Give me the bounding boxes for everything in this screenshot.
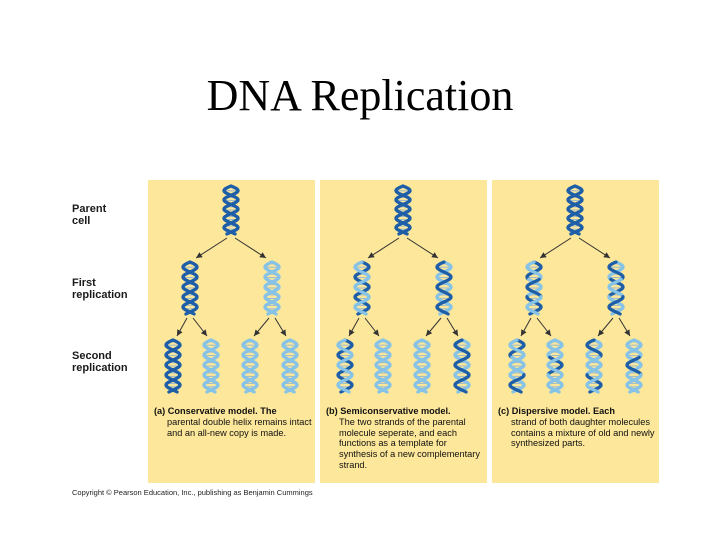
arrow (195, 237, 228, 259)
first-gen-helix (525, 260, 543, 316)
second-gen-helix (453, 338, 471, 394)
row-label-line: First (72, 277, 96, 289)
arrow (274, 317, 287, 337)
caption-semiconservative: (b) Semiconservative model. The two stra… (326, 406, 486, 471)
row-label-line: cell (72, 215, 91, 227)
second-gen-helix (625, 338, 643, 394)
caption-model-name: Dispersive model. (511, 406, 591, 416)
caption-body: parental double helix remains intact and… (167, 416, 312, 438)
caption-model-name: Conservative model. (167, 406, 258, 416)
first-gen-helix (353, 260, 371, 316)
arrow (597, 317, 614, 337)
second-gen-helix (585, 338, 603, 394)
arrow (176, 317, 188, 337)
copyright-note: Copyright © Pearson Education, Inc., pub… (72, 488, 313, 497)
caption-body: The two strands of the parental molecule… (339, 416, 480, 470)
arrow (520, 317, 532, 337)
arrow (536, 317, 552, 337)
first-gen-helix (435, 260, 453, 316)
second-gen-helix (336, 338, 354, 394)
second-gen-helix (241, 338, 259, 394)
second-gen-helix (164, 338, 182, 394)
arrow (367, 237, 400, 259)
parent-helix (394, 184, 412, 236)
row-label-second-replication: Second replication (72, 350, 128, 374)
arrow (425, 317, 442, 337)
arrow (406, 237, 439, 259)
parent-helix (222, 184, 240, 236)
caption-tag: (c) (498, 406, 510, 416)
parent-helix (566, 184, 584, 236)
arrow (578, 237, 611, 259)
second-gen-helix (546, 338, 564, 394)
arrow (539, 237, 572, 259)
page-title: DNA Replication (206, 71, 514, 120)
arrow (253, 317, 270, 337)
row-label-parent-cell: Parent cell (72, 203, 106, 227)
caption-lead: The (260, 406, 277, 416)
second-gen-helix (281, 338, 299, 394)
arrow (348, 317, 360, 337)
caption-lead: Each (593, 406, 615, 416)
panel-conservative: (a) Conservative model. The parental dou… (148, 180, 315, 483)
caption-tag: (b) (326, 406, 338, 416)
second-gen-helix (202, 338, 220, 394)
row-label-line: Parent (72, 203, 107, 215)
arrow (364, 317, 380, 337)
first-gen-helix (263, 260, 281, 316)
row-label-line: replication (72, 362, 128, 374)
caption-model-name: Semiconservative model. (340, 406, 451, 416)
row-label-first-replication: First replication (72, 277, 128, 301)
row-label-line: replication (72, 289, 128, 301)
second-gen-helix (413, 338, 431, 394)
row-label-line: Second (72, 350, 112, 362)
first-gen-helix (607, 260, 625, 316)
second-gen-helix (508, 338, 526, 394)
caption-dispersive: (c) Dispersive model. Each strand of bot… (498, 406, 658, 449)
arrow (234, 237, 267, 259)
caption-conservative: (a) Conservative model. The parental dou… (154, 406, 314, 438)
caption-tag: (a) (154, 406, 166, 416)
caption-body: strand of both daughter molecules contai… (511, 416, 655, 449)
second-gen-helix (374, 338, 392, 394)
arrow (446, 317, 459, 337)
first-gen-helix (181, 260, 199, 316)
arrow (192, 317, 208, 337)
arrow (618, 317, 631, 337)
